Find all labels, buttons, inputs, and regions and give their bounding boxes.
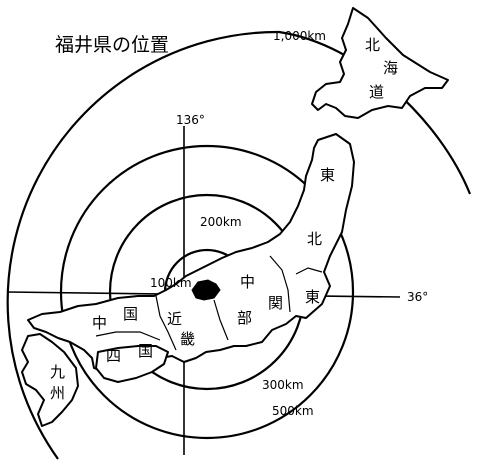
label-hokkaido-1: 北 — [365, 36, 380, 54]
label-hokkaido-2: 海 — [383, 59, 398, 77]
label-shikoku-1: 四 — [106, 347, 121, 365]
label-kanto-2: 東 — [305, 288, 320, 306]
label-chugoku-1: 中 — [92, 314, 107, 332]
border-chugoku-shikoku-strait — [95, 331, 161, 341]
label-meridian-136: 136° — [176, 113, 205, 127]
label-tohoku-2: 北 — [307, 230, 322, 248]
label-kyushu-2: 州 — [50, 384, 65, 402]
label-500km: 500km — [272, 404, 314, 418]
border-chubu-kanto — [269, 255, 291, 313]
border-kinki-chubu — [213, 299, 229, 341]
label-tohoku-1: 東 — [320, 166, 335, 184]
label-300km: 300km — [262, 378, 304, 392]
border-kinki-chugoku — [155, 295, 177, 351]
hokkaido-island — [311, 7, 449, 119]
shikoku-island — [95, 345, 169, 383]
label-1000km: 1,000km — [273, 29, 326, 43]
label-chubu-1: 中 — [240, 273, 255, 291]
label-kyushu-1: 九 — [50, 363, 65, 381]
label-chugoku-2: 国 — [123, 305, 138, 323]
map-title: 福井県の位置 — [55, 34, 169, 56]
label-parallel-36: 36° — [407, 290, 428, 304]
honshu-island — [27, 133, 355, 373]
label-shikoku-2: 国 — [138, 342, 153, 360]
kyushu-island — [21, 333, 79, 427]
label-100km: 100km — [150, 276, 192, 290]
label-kinki-1: 近 — [167, 310, 182, 328]
label-hokkaido-3: 道 — [369, 83, 384, 101]
label-200km: 200km — [200, 215, 242, 229]
label-chubu-2: 部 — [237, 309, 252, 327]
label-kinki-2: 畿 — [180, 330, 195, 348]
fukui-prefecture — [191, 279, 221, 301]
label-kanto-1: 関 — [268, 294, 283, 312]
border-tohoku-kanto — [295, 267, 323, 275]
